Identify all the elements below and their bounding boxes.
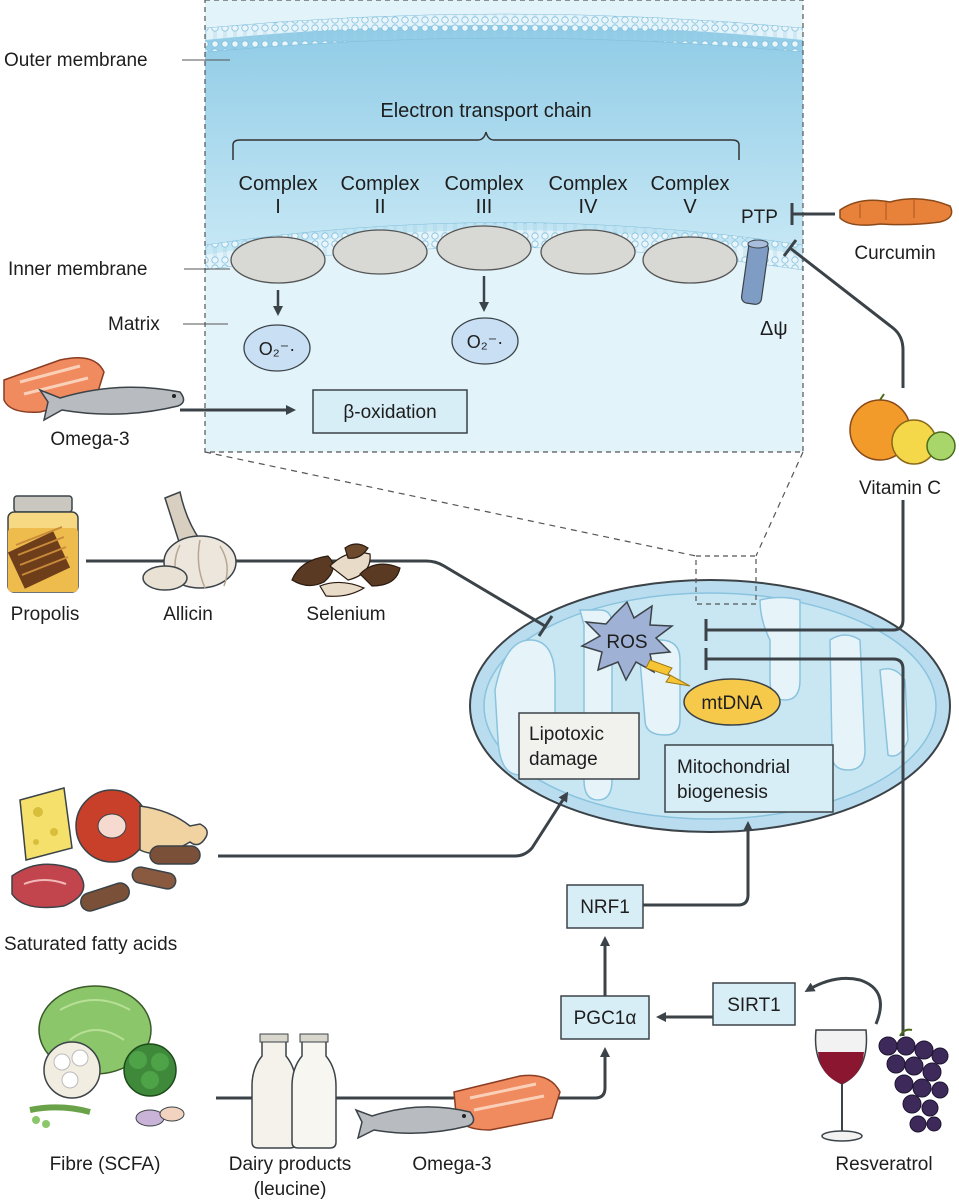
propolis-jar-icon bbox=[7, 495, 79, 593]
outer-membrane bbox=[205, 13, 803, 53]
salmon-fish-icon bbox=[354, 1074, 561, 1140]
vitamin-c-label: Vitamin C bbox=[859, 478, 941, 499]
beta-oxidation-label: β-oxidation bbox=[343, 402, 436, 423]
selenium-label: Selenium bbox=[306, 604, 385, 625]
garlic-icon bbox=[142, 490, 237, 591]
complex-label-word: Complex bbox=[341, 173, 420, 195]
complex-iii-shape bbox=[436, 225, 532, 271]
fibre-label: Fibre (SCFA) bbox=[50, 1154, 161, 1175]
milk-bottles-icon bbox=[251, 1033, 337, 1149]
selenium-nuts-icon bbox=[291, 543, 401, 597]
saturated-fat-foods-icon bbox=[11, 787, 208, 912]
pgc1a-label: PGC1α bbox=[574, 1008, 637, 1029]
membrane-zoom-panel bbox=[205, 0, 803, 452]
dairy-label: Dairy products bbox=[229, 1154, 352, 1175]
mtdna-label: mtDNA bbox=[701, 693, 763, 714]
allicin-label: Allicin bbox=[163, 604, 213, 625]
sirt1-box bbox=[712, 982, 796, 1026]
outer-membrane-label: Outer membrane bbox=[4, 50, 148, 71]
beta-oxidation-box bbox=[312, 389, 468, 434]
lightning-bolt-icon bbox=[645, 659, 691, 687]
mtdna-bubble bbox=[683, 678, 781, 726]
salmon-fish-icon bbox=[3, 357, 185, 422]
sirt1-label: SIRT1 bbox=[727, 995, 781, 1016]
complex-label-word: Complex bbox=[549, 173, 628, 195]
biogenesis-label: biogenesis bbox=[677, 782, 768, 803]
vegetables-icon bbox=[29, 985, 185, 1128]
omega3-bottom-label: Omega-3 bbox=[412, 1154, 491, 1175]
complex-label-numeral: IV bbox=[579, 196, 599, 218]
matrix-label: Matrix bbox=[108, 314, 160, 335]
pathway-lines bbox=[86, 203, 905, 1100]
complex-label-word: Complex bbox=[239, 173, 318, 195]
biogenesis-label: Mitochondrial bbox=[677, 757, 790, 778]
saturated-fatty-acids-label: Saturated fatty acids bbox=[4, 934, 177, 955]
complex-label-numeral: V bbox=[683, 196, 697, 218]
biogenesis-box bbox=[664, 744, 834, 813]
inner-membrane-label: Inner membrane bbox=[8, 259, 147, 280]
complex-label-numeral: III bbox=[476, 196, 493, 218]
delta-psi-label: Δψ bbox=[760, 318, 788, 340]
ptp-channel-icon bbox=[740, 239, 770, 305]
etc-brace bbox=[232, 131, 740, 160]
propolis-label: Propolis bbox=[11, 604, 80, 625]
nrf1-box bbox=[566, 884, 644, 929]
complex-v-shape bbox=[642, 236, 738, 284]
citrus-fruit-icon bbox=[849, 393, 956, 465]
lipotoxic-label: Lipotoxic bbox=[529, 724, 604, 745]
superoxide-label: O₂⁻· bbox=[467, 332, 503, 352]
dairy-label: (leucine) bbox=[254, 1179, 327, 1200]
complex-label-word: Complex bbox=[651, 173, 730, 195]
lipotoxic-label: damage bbox=[529, 749, 598, 770]
etc-title: Electron transport chain bbox=[380, 100, 591, 122]
wine-grapes-icon bbox=[814, 1028, 949, 1142]
complex-label-word: Complex bbox=[445, 173, 524, 195]
complex-ii-shape bbox=[332, 229, 428, 275]
nrf1-label: NRF1 bbox=[580, 897, 630, 918]
complex-label-numeral: II bbox=[374, 196, 385, 218]
complex-labels: Complex I Complex II Complex III Complex… bbox=[239, 173, 730, 218]
complex-label-numeral: I bbox=[275, 196, 281, 218]
superoxide-label: O₂⁻· bbox=[259, 339, 295, 359]
complexes bbox=[230, 225, 770, 305]
superoxide-bubble bbox=[451, 317, 519, 365]
lipotoxic-box bbox=[518, 712, 640, 780]
resveratrol-label: Resveratrol bbox=[835, 1154, 932, 1175]
zoom-frame bbox=[204, 0, 804, 453]
curcumin-label: Curcumin bbox=[854, 243, 935, 264]
curcumin-root-icon bbox=[839, 198, 953, 226]
complex-i-shape bbox=[230, 236, 326, 284]
omega3-top-label: Omega-3 bbox=[50, 429, 129, 450]
complex-iv-shape bbox=[540, 229, 636, 275]
ros-label: ROS bbox=[606, 632, 647, 653]
superoxide-bubble bbox=[243, 324, 311, 372]
ptp-label: PTP bbox=[741, 207, 778, 228]
pgc1a-box bbox=[560, 995, 650, 1040]
